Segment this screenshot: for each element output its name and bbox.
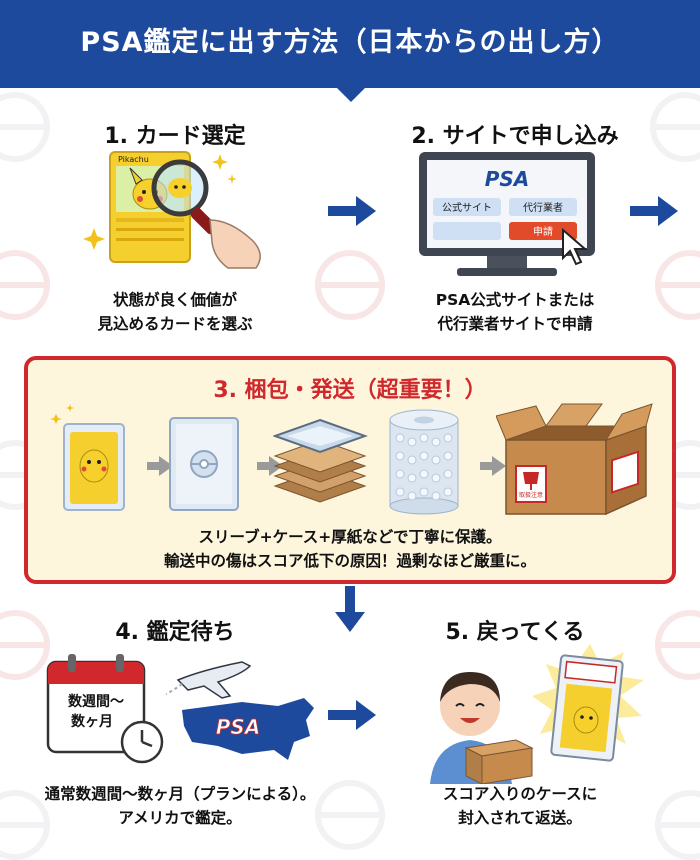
svg-text:代行業者: 代行業者 xyxy=(523,201,563,214)
step-2-title: 2. サイトで申し込み xyxy=(411,124,619,149)
calendar-icon: 数週間〜 数ヶ月 xyxy=(46,654,146,754)
step-3-caption: スリーブ+ケース+厚紙などで丁寧に保護。 輸送中の傷はスコア低下の原因！過剰なほ… xyxy=(163,528,536,570)
fragile-label: 取扱注意 xyxy=(515,450,639,503)
step-1-caption: 状態が良く価値が 見込めるカードを選ぶ xyxy=(97,291,253,333)
usa-map-icon: PSA xyxy=(182,698,314,760)
card-selection-illustration: Pikachu xyxy=(83,151,261,269)
page-title: PSA鑑定に出す方法（日本からの出し方） xyxy=(80,27,620,58)
sleeve-icon xyxy=(50,404,125,511)
waiting-illustration: 数週間〜 数ヶ月 PSA xyxy=(46,654,314,764)
step-4-title: 4. 鑑定待ち xyxy=(115,620,235,645)
bg-pokeball-9 xyxy=(655,610,700,680)
arrow-right-icon xyxy=(328,700,378,730)
svg-text:取扱注意: 取扱注意 xyxy=(519,491,543,499)
svg-text:Pikachu: Pikachu xyxy=(118,155,149,164)
header-notch xyxy=(335,86,367,102)
grey-arrow-icon xyxy=(480,456,506,476)
svg-text:数ヶ月: 数ヶ月 xyxy=(71,713,113,730)
step-3-title: 3. 梱包・発送（超重要！） xyxy=(213,378,487,403)
bg-pokeball-2 xyxy=(315,250,385,320)
bg-pokeball-4 xyxy=(650,92,700,162)
airplane-icon xyxy=(165,661,252,699)
bg-pokeball-5 xyxy=(655,250,700,320)
svg-text:PSA: PSA xyxy=(485,167,530,191)
bg-pokeball-8 xyxy=(0,610,50,680)
package-icon xyxy=(464,739,534,784)
computer-monitor-icon: PSA 公式サイト 代行業者 申請 xyxy=(419,152,595,276)
arrow-right-icon xyxy=(328,196,378,226)
header-banner xyxy=(0,0,700,88)
bubble-wrap-icon xyxy=(389,409,459,515)
arrow-right-icon xyxy=(630,196,680,226)
bg-pokeball-3 xyxy=(0,250,50,320)
step-5-title: 5. 戻ってくる xyxy=(445,620,585,645)
packing-section: 3. 梱包・発送（超重要！） xyxy=(24,356,676,584)
shipping-box-icon: 取扱注意 xyxy=(496,403,653,516)
step-1-title: 1. カード選定 xyxy=(104,124,246,149)
bg-pokeball-10 xyxy=(315,780,385,850)
svg-text:申請: 申請 xyxy=(533,225,553,238)
sparkle-icon xyxy=(83,154,237,250)
graded-slab-icon xyxy=(550,654,624,762)
bg-pokeball-12 xyxy=(655,790,700,860)
bg-pokeball-1 xyxy=(0,92,50,162)
arrow-down-icon xyxy=(335,586,365,634)
svg-text:公式サイト: 公式サイト xyxy=(442,201,492,214)
cardboard-stack-icon xyxy=(273,418,368,503)
clock-icon xyxy=(120,720,164,764)
svg-text:PSA: PSA xyxy=(216,715,261,739)
magnifier-icon xyxy=(151,159,261,269)
case-icon xyxy=(169,417,239,511)
cursor-icon xyxy=(562,227,588,266)
return-illustration xyxy=(430,644,644,784)
svg-text:数週間〜: 数週間〜 xyxy=(68,693,124,710)
step-2-caption: PSA公式サイトまたは 代行業者サイトで申請 xyxy=(435,291,595,333)
step-5-caption: スコア入りのケースに 封入されて返送。 xyxy=(442,785,598,827)
step-4-caption: 通常数週間〜数ヶ月（プランによる）。 アメリカで鑑定。 xyxy=(44,785,316,827)
